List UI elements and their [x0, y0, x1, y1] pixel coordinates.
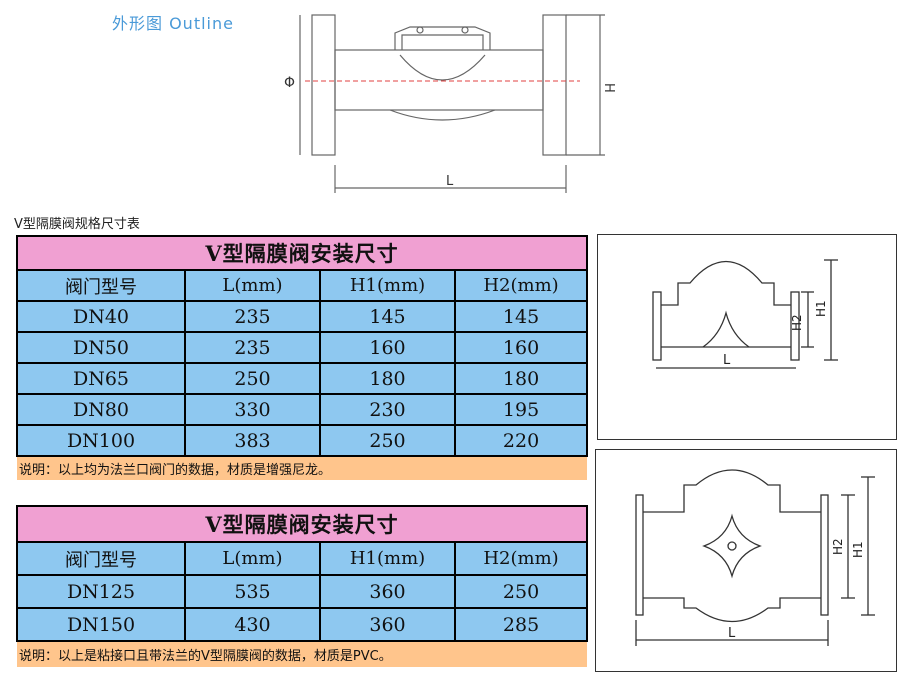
diagram1-h1-label: H1	[814, 300, 828, 317]
outline-title: 外形图 Outline	[112, 14, 234, 33]
cell: 160	[453, 331, 589, 364]
cell: 145	[453, 300, 589, 333]
cell: 360	[319, 574, 456, 609]
table-row: DN150 430 360 285	[16, 607, 589, 642]
cell: DN40	[16, 300, 186, 333]
cell: 145	[319, 300, 456, 333]
table-row: DN50 235 160 160	[16, 331, 589, 364]
header-h2: H2(mm)	[453, 541, 589, 576]
cell: 330	[184, 393, 321, 426]
cell: 230	[319, 393, 456, 426]
header-h1: H1(mm)	[319, 269, 456, 302]
cell: DN125	[16, 574, 186, 609]
header-model: 阀门型号	[16, 269, 186, 302]
cell: 360	[319, 607, 456, 642]
table-note: 说明：以上是粘接口且带法兰的V型隔膜阀的数据，材质是PVC。	[17, 641, 588, 667]
table-title: V型隔膜阀安装尺寸	[15, 505, 589, 543]
spec-table-1: V型隔膜阀安装尺寸 阀门型号 L(mm) H1(mm) H2(mm) DN40 …	[15, 235, 589, 480]
table-row: DN100 383 250 220	[16, 424, 589, 457]
cell: 535	[184, 574, 321, 609]
cell: 250	[453, 574, 589, 609]
h-label: H	[601, 83, 616, 93]
outline-drawing: Φ H L	[284, 14, 616, 193]
cell: 195	[453, 393, 589, 426]
diagram1-h2-label: H2	[790, 314, 804, 331]
cell: DN65	[16, 362, 186, 395]
table-title: V型隔膜阀安装尺寸	[15, 235, 589, 271]
header-l: L(mm)	[184, 541, 321, 576]
cell: 383	[184, 424, 321, 457]
header-l: L(mm)	[184, 269, 321, 302]
diagram1-l-label: L	[723, 353, 731, 368]
table-row: DN40 235 145 145	[16, 300, 589, 333]
header-h2: H2(mm)	[453, 269, 589, 302]
cell: 160	[319, 331, 456, 364]
diagram2-h1-label: H1	[851, 541, 865, 558]
cell: DN80	[16, 393, 186, 426]
table-row: DN65 250 180 180	[16, 362, 589, 395]
header-h1: H1(mm)	[319, 541, 456, 576]
cell: 220	[453, 424, 589, 457]
cell: DN50	[16, 331, 186, 364]
diagram-drawing: L H2 H1	[635, 469, 875, 646]
cell: 250	[184, 362, 321, 395]
diagram-drawing: L H2 H1	[652, 259, 838, 369]
cell: 250	[319, 424, 456, 457]
diagram-small-valve: L H2 H1	[597, 234, 897, 440]
cell: 180	[319, 362, 456, 395]
table-row: DN125 535 360 250	[16, 574, 589, 609]
phi-label: Φ	[284, 75, 295, 91]
cell: 235	[184, 300, 321, 333]
table-row: DN80 330 230 195	[16, 393, 589, 426]
cell: 180	[453, 362, 589, 395]
spec-caption: V型隔膜阀规格尺寸表	[14, 217, 140, 232]
table-note: 说明：以上均为法兰口阀门的数据，材质是增强尼龙。	[17, 456, 588, 480]
cell: DN100	[16, 424, 186, 457]
cell: DN150	[16, 607, 186, 642]
diagram2-l-label: L	[728, 626, 736, 641]
cell: 235	[184, 331, 321, 364]
diagram2-h2-label: H2	[831, 538, 845, 555]
header-model: 阀门型号	[16, 541, 186, 576]
cell: 285	[453, 607, 589, 642]
cell: 430	[184, 607, 321, 642]
l-label: L	[446, 174, 454, 189]
spec-table-2: V型隔膜阀安装尺寸 阀门型号 L(mm) H1(mm) H2(mm) DN125…	[15, 505, 589, 667]
diagram-large-valve: L H2 H1	[595, 449, 897, 672]
